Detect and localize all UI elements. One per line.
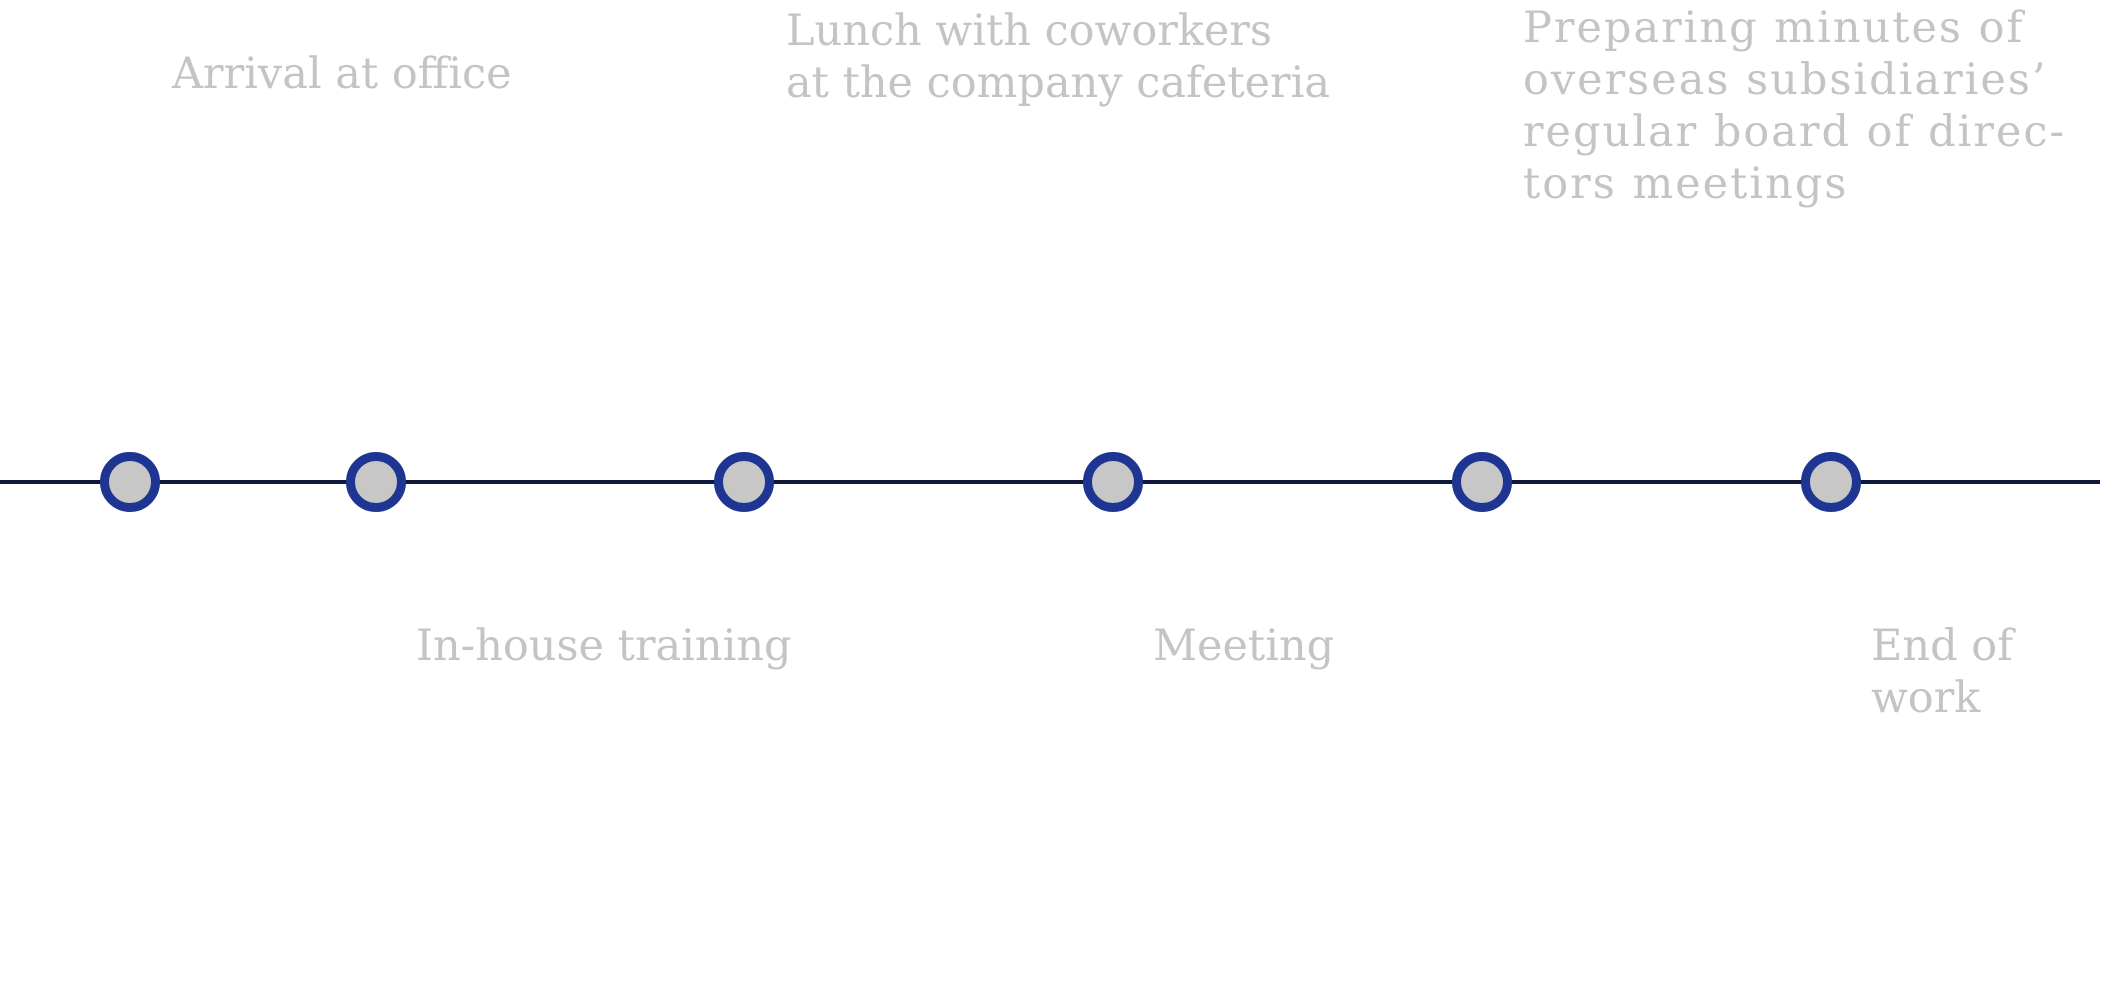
timeline-node-minutes (1452, 452, 1512, 512)
timeline-label-arrival: Arrival at office (172, 49, 512, 99)
timeline-label-minutes: Preparing minutes of overseas subsidiari… (1523, 3, 2066, 209)
timeline-label-meeting: Meeting (1153, 621, 1335, 671)
timeline-node-arrival (100, 452, 160, 512)
timeline-node-training (346, 452, 406, 512)
timeline-node-lunch (714, 452, 774, 512)
timeline-axis-line (0, 480, 2100, 484)
timeline-node-end-of-work (1801, 452, 1861, 512)
timeline-label-end-of-work: End of work (1871, 621, 2014, 723)
timeline-node-meeting (1083, 452, 1143, 512)
timeline-label-lunch: Lunch with coworkers at the company cafe… (786, 6, 1330, 108)
timeline-label-training: In-house training (416, 621, 792, 671)
